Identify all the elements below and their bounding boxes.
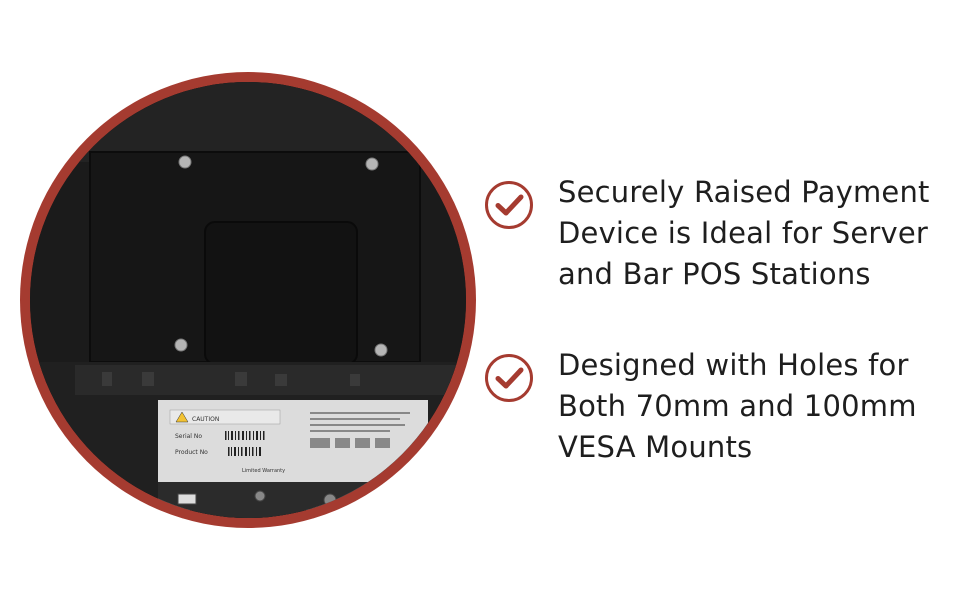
feature-text: Designed with Holes for Both 70mm and 10… <box>558 345 958 468</box>
product-photo: CAUTION Serial No Product No Limited War… <box>30 82 466 518</box>
feature-line: Designed with Holes for <box>558 348 909 382</box>
feature-text: Securely Raised Payment Device is Ideal … <box>558 172 958 295</box>
check-circle-icon <box>485 181 533 229</box>
monitor-back-vesa-plate-image: CAUTION Serial No Product No Limited War… <box>30 82 466 518</box>
svg-text:Serial No: Serial No <box>175 433 202 440</box>
check-circle-icon <box>485 354 533 402</box>
svg-text:CAUTION: CAUTION <box>192 416 219 423</box>
feature-line: Securely Raised Payment <box>558 175 930 209</box>
feature-list: Securely Raised Payment Device is Ideal … <box>480 0 970 600</box>
feature-line: Both 70mm and 100mm <box>558 389 917 423</box>
product-photo-frame: CAUTION Serial No Product No Limited War… <box>20 72 476 528</box>
feature-line: VESA Mounts <box>558 430 753 464</box>
svg-text:Product No: Product No <box>175 449 208 456</box>
feature-line: Device is Ideal for Server <box>558 216 929 250</box>
svg-text:Limited Warranty: Limited Warranty <box>242 468 285 474</box>
feature-line: and Bar POS Stations <box>558 257 871 291</box>
